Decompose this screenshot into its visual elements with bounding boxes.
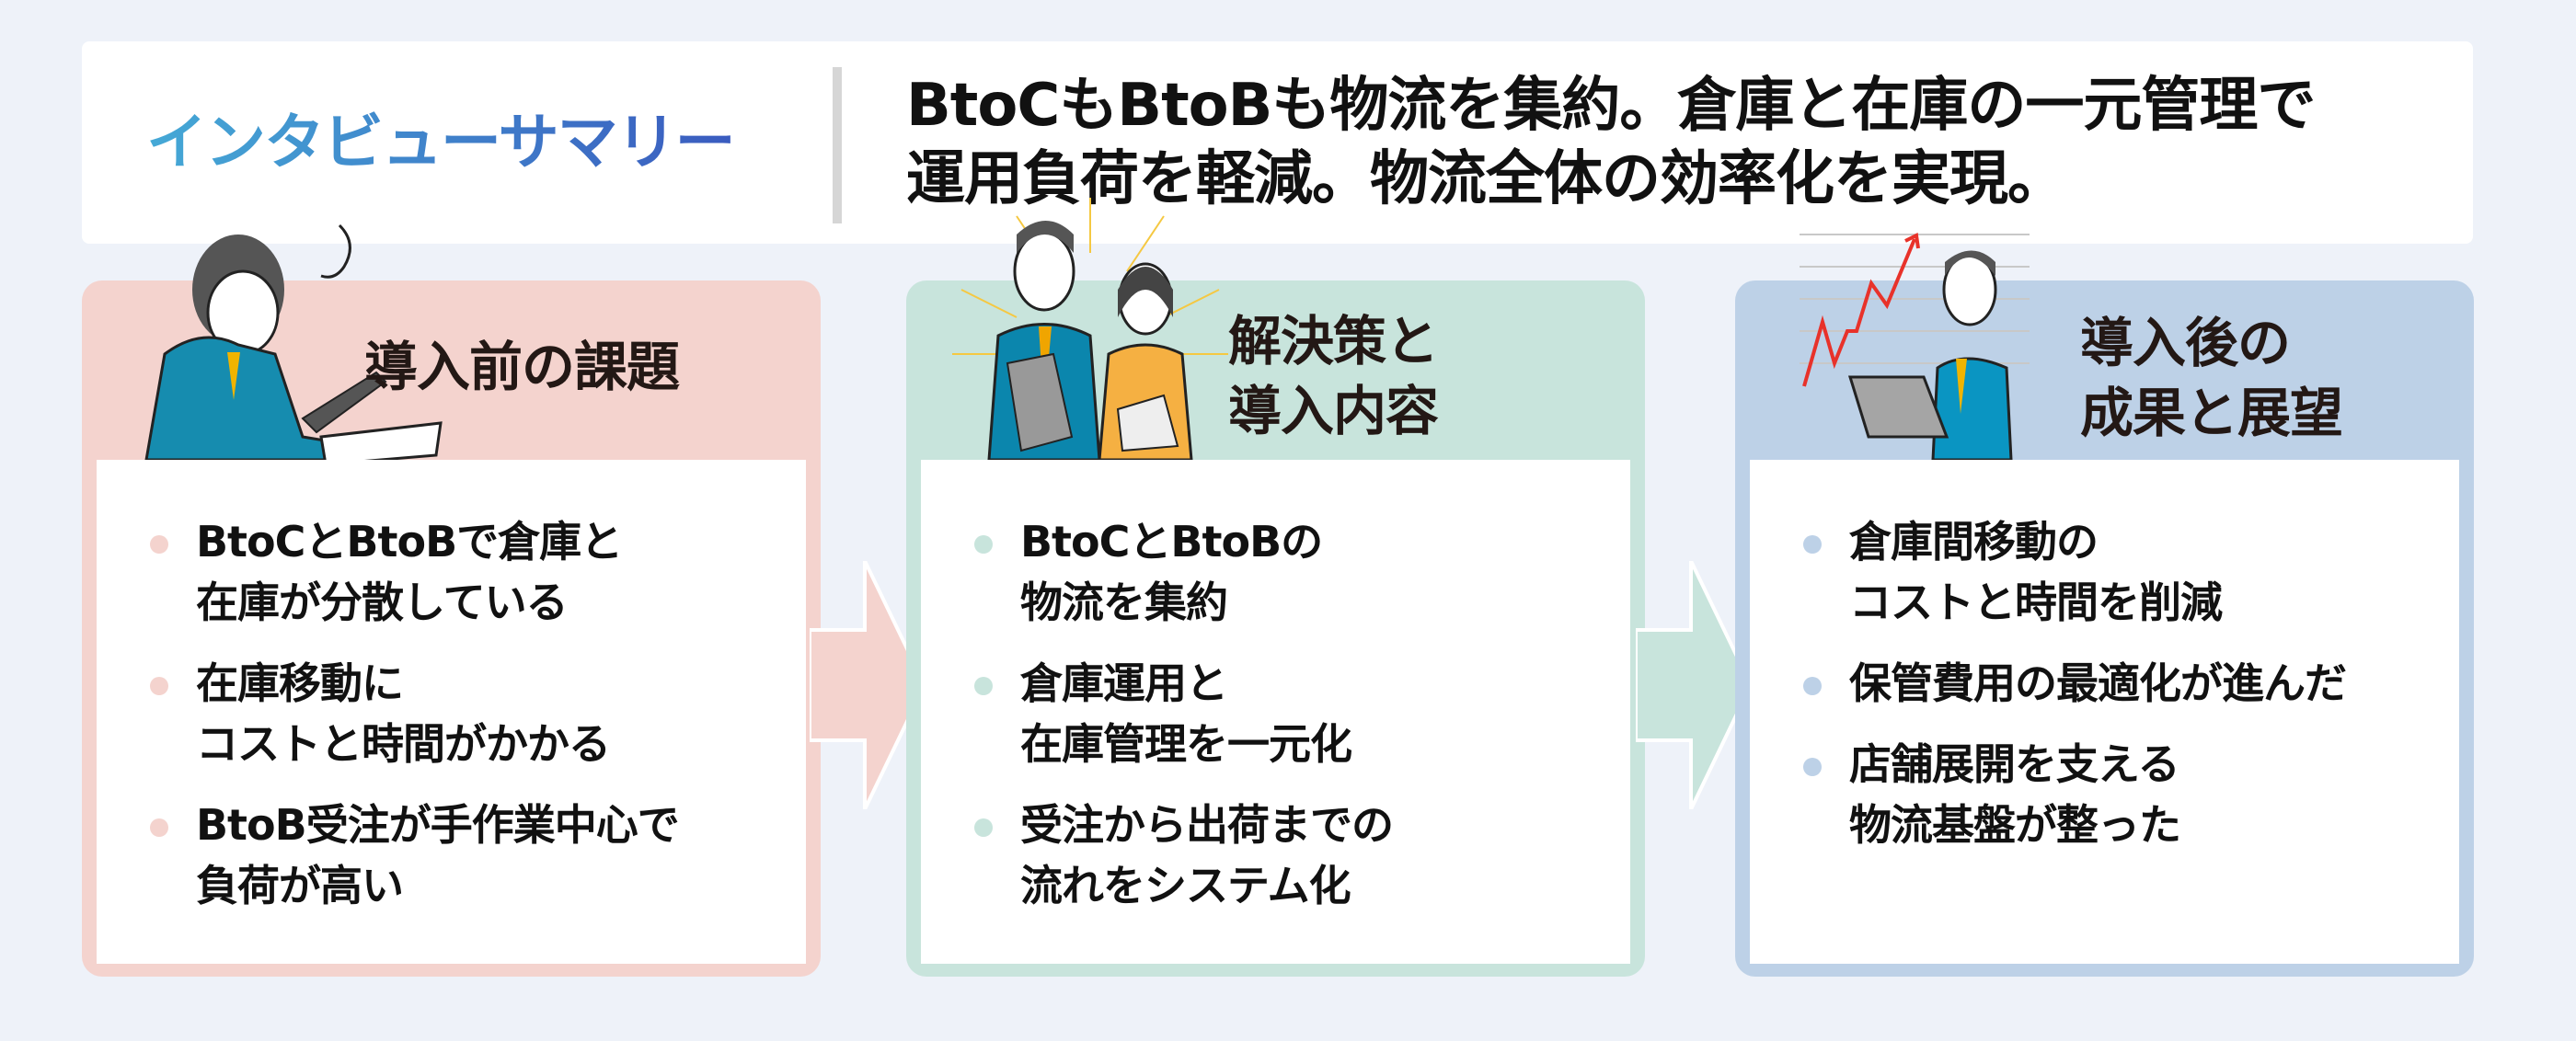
bullet-icon bbox=[974, 535, 993, 554]
list-item: 倉庫運用と 在庫管理を一元化 bbox=[974, 653, 1612, 774]
panel-heading: 導入前の課題 bbox=[364, 336, 680, 398]
bullet-icon bbox=[150, 535, 168, 554]
bullet-icon bbox=[974, 818, 993, 837]
panel-solution: 解決策と導入内容 BtoCとBtoBの 物流を集約 倉庫運用と 在庫管理を一元化… bbox=[906, 198, 1645, 977]
bullet-icon bbox=[974, 677, 993, 695]
bullet-icon bbox=[150, 677, 168, 695]
panel-content: BtoCとBtoBの 物流を集約 倉庫運用と 在庫管理を一元化 受注から出荷まで… bbox=[921, 460, 1630, 964]
arrow-right-icon bbox=[810, 561, 927, 809]
panel-content: 倉庫間移動の コストと時間を削減 保管費用の最適化が進んだ 店舗展開を支える 物… bbox=[1750, 460, 2459, 964]
list-item: 倉庫間移動の コストと時間を削減 bbox=[1803, 511, 2441, 633]
list-item: BtoB受注が手作業中心で 負荷が高い bbox=[150, 795, 788, 916]
bullet-icon bbox=[1803, 677, 1822, 695]
arrow-right-icon bbox=[1636, 561, 1754, 809]
summary-line: BtoCもBtoBも物流を集約。倉庫と在庫の一元管理で bbox=[906, 72, 2316, 140]
panel-content: BtoCとBtoBで倉庫と 在庫が分散している 在庫移動に コストと時間がかかる… bbox=[97, 460, 806, 964]
bullet-icon bbox=[1803, 535, 1822, 554]
summary-label: インタビューサマリー bbox=[146, 97, 736, 189]
list-item: BtoCとBtoBで倉庫と 在庫が分散している bbox=[150, 511, 788, 633]
summary-line: 運用負荷を軽減。物流全体の効率化を実現。 bbox=[906, 145, 2066, 213]
list-item: 受注から出荷までの 流れをシステム化 bbox=[974, 795, 1612, 916]
bullet-icon bbox=[1803, 758, 1822, 776]
business-team-icon bbox=[952, 198, 1228, 460]
divider bbox=[833, 67, 842, 223]
summary-text: BtoCもBtoBも物流を集約。倉庫と在庫の一元管理で 運用負荷を軽減。物流全体… bbox=[906, 69, 2316, 216]
worried-businessman-icon bbox=[144, 223, 443, 464]
panel-heading: 導入後の成果と展望 bbox=[2080, 312, 2343, 444]
list-item: 保管費用の最適化が進んだ bbox=[1803, 653, 2441, 714]
panel-heading: 解決策と導入内容 bbox=[1228, 310, 1439, 442]
bullet-icon bbox=[150, 818, 168, 837]
list-item: 在庫移動に コストと時間がかかる bbox=[150, 653, 788, 774]
summary-box: インタビューサマリー BtoCもBtoBも物流を集約。倉庫と在庫の一元管理で 運… bbox=[82, 41, 2473, 244]
successful-businessman-icon bbox=[1800, 232, 2030, 460]
list-item: BtoCとBtoBの 物流を集約 bbox=[974, 511, 1612, 633]
list-item: 店舗展開を支える 物流基盤が整った bbox=[1803, 734, 2441, 855]
panel-before: 導入前の課題 BtoCとBtoBで倉庫と 在庫が分散している 在庫移動に コスト… bbox=[82, 223, 821, 977]
panel-results: 導入後の成果と展望 倉庫間移動の コストと時間を削減 保管費用の最適化が進んだ … bbox=[1735, 232, 2474, 977]
